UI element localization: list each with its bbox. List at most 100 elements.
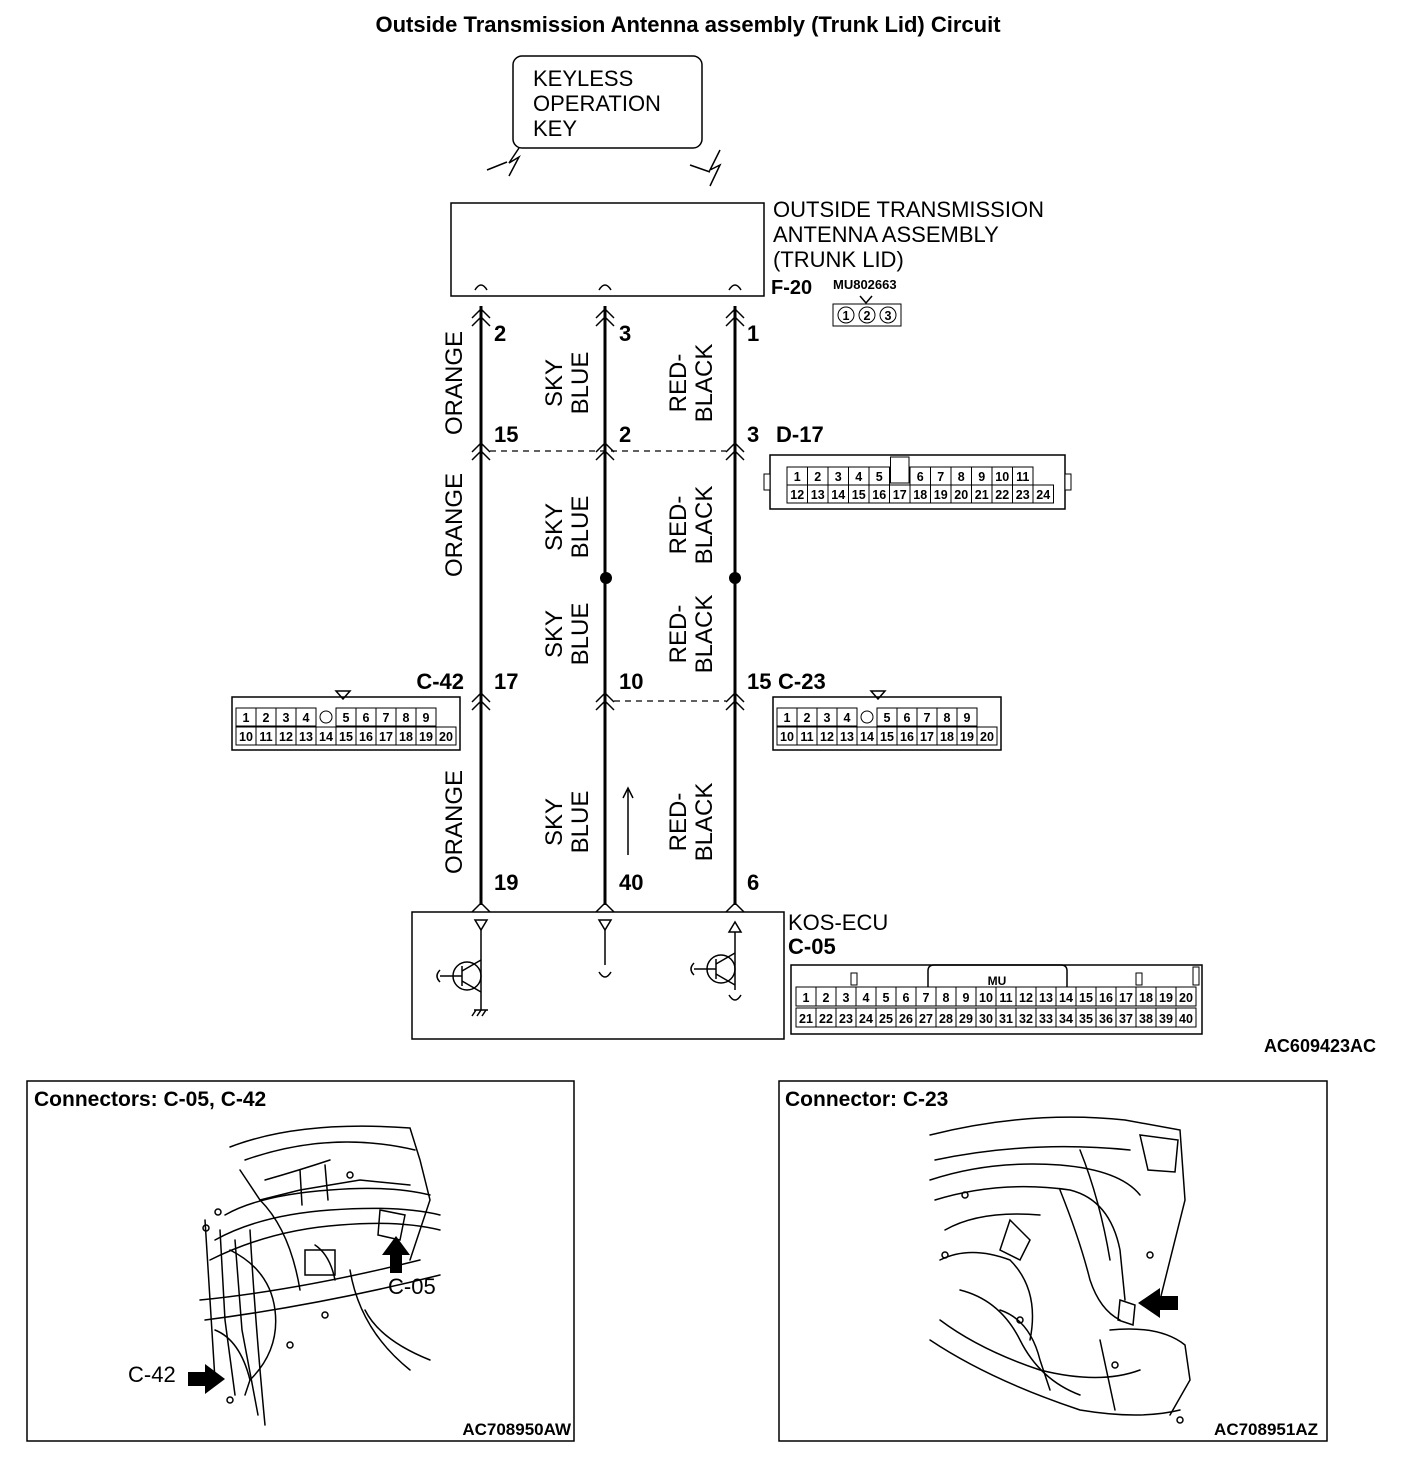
connector-pin-number: 24 <box>859 1012 873 1026</box>
connector-pin-number: 10 <box>995 470 1009 484</box>
connector-pin-number: 7 <box>383 711 390 725</box>
svg-text:KEYLESS OPERATION: KEYLESS OPERATION KEY <box>533 66 667 141</box>
connector-pin-number: 2 <box>814 470 821 484</box>
pin-c05-orange: 19 <box>494 870 518 895</box>
diagram-code: AC609423AC <box>1264 1036 1376 1056</box>
connector-pin-number: 22 <box>819 1012 833 1026</box>
connector-pin-number: 13 <box>299 730 313 744</box>
connector-pin-number: 21 <box>975 488 989 502</box>
connector-pin-number: 17 <box>920 730 934 744</box>
splice-point <box>729 572 741 584</box>
connector-pin-number: 15 <box>880 730 894 744</box>
connector-pin-number: 1 <box>243 711 250 725</box>
wire-color-skyblue-line-2: BLUE <box>567 791 594 854</box>
wire-color-orange: ORANGE <box>441 331 468 435</box>
connector-pin-number: 37 <box>1119 1012 1133 1026</box>
f20-pin-2: 2 <box>864 309 871 323</box>
console-harness-illustration <box>929 1116 1191 1424</box>
pin-c05-redblack: 6 <box>747 870 759 895</box>
antenna-label-line-2: ANTENNA ASSEMBLY <box>773 222 999 247</box>
panel-left-title: Connectors: C-05, C-42 <box>34 1088 266 1111</box>
wire-color-orange: ORANGE <box>441 473 468 577</box>
key-label-line-2: OPERATION <box>533 91 661 116</box>
panel-left-code: AC708950AW <box>462 1420 572 1439</box>
connector-pin-number: 17 <box>1119 991 1133 1005</box>
connector-pin-number: 20 <box>954 488 968 502</box>
connector-pin-number: 13 <box>840 730 854 744</box>
connector-tag: MU <box>988 974 1007 988</box>
key-label-line-1: KEYLESS <box>533 66 633 91</box>
connector-pin-number: 39 <box>1159 1012 1173 1026</box>
pin-d17-orange: 15 <box>494 422 518 447</box>
connector-pin-number: 21 <box>799 1012 813 1026</box>
connector-pin-number: 10 <box>239 730 253 744</box>
connector-pin-number: 19 <box>934 488 948 502</box>
ecu-label: KOS-ECU <box>788 910 888 935</box>
location-label-c05: C-05 <box>388 1274 436 1299</box>
wire-color-orange: ORANGE <box>441 770 468 874</box>
pin-f20-skyblue: 3 <box>619 321 631 346</box>
connector-chevrons <box>471 307 745 913</box>
connector-pin-number: 3 <box>283 711 290 725</box>
connector-pin-number: 7 <box>923 991 930 1005</box>
connector-pin-number: 16 <box>900 730 914 744</box>
connector-key-icon <box>890 456 910 484</box>
connector-pin-number: 16 <box>359 730 373 744</box>
connector-pin-number: 1 <box>784 711 791 725</box>
connector-pin-number: 14 <box>860 730 874 744</box>
transistor-icon <box>436 959 482 993</box>
connector-pin-number: 20 <box>439 730 453 744</box>
connector-pin-number: 20 <box>980 730 994 744</box>
connector-pin-number: 14 <box>1059 991 1073 1005</box>
connector-pin-number: 27 <box>919 1012 933 1026</box>
connector-pin-number: 31 <box>999 1012 1013 1026</box>
wire-color-redblack-line-1: RED- <box>665 605 692 664</box>
arrow-icon <box>188 1236 410 1394</box>
antenna-assembly: OUTSIDE TRANSMISSION ANTENNA ASSEMBLY (T… <box>450 197 1044 299</box>
panel-right-code: AC708951AZ <box>1214 1420 1318 1439</box>
connector-location-panel-left: Connectors: C-05, C-42 AC708950AW <box>26 1080 575 1442</box>
connector-pin-number: 19 <box>1159 991 1173 1005</box>
wire-color-redblack-line-1: RED- <box>665 496 692 555</box>
connector-pin-number: 18 <box>913 488 927 502</box>
connector-pin-number: 15 <box>339 730 353 744</box>
connector-key-icon <box>860 710 874 724</box>
connector-pin-number: 16 <box>872 488 886 502</box>
connector-pin-number: 14 <box>831 488 845 502</box>
connector-pin-number: 30 <box>979 1012 993 1026</box>
connector-pin-number: 6 <box>917 470 924 484</box>
connector-pin-number: 16 <box>1099 991 1113 1005</box>
connector-pin-number: 25 <box>879 1012 893 1026</box>
connector-pin-number: 1 <box>803 991 810 1005</box>
connector-pin-number: 12 <box>820 730 834 744</box>
pin-c23-skyblue: 10 <box>619 669 643 694</box>
connector-pin-number: 34 <box>1059 1012 1073 1026</box>
wire-color-redblack-line-1: RED- <box>665 354 692 413</box>
keyless-operation-key: KEYLESS OPERATION KEY <box>512 55 703 149</box>
pin-d17-redblack: 3 <box>747 422 759 447</box>
wire-color-skyblue-line-2: BLUE <box>567 352 594 415</box>
wire-color-redblack-line-2: BLACK <box>691 486 718 565</box>
connector-pin-number: 8 <box>943 991 950 1005</box>
connector-f20-face: 1 2 3 <box>832 295 902 327</box>
connector-pin-number: 8 <box>403 711 410 725</box>
connector-pin-number: 23 <box>839 1012 853 1026</box>
page-title: Outside Transmission Antenna assembly (T… <box>375 12 1001 37</box>
connector-pin-number: 5 <box>876 470 883 484</box>
connector-pin-number: 28 <box>939 1012 953 1026</box>
radio-wave-icon <box>486 147 722 187</box>
f20-pin-3: 3 <box>885 309 892 323</box>
connector-pin-number: 6 <box>904 711 911 725</box>
connector-pin-number: 3 <box>835 470 842 484</box>
pin-c05-skyblue: 40 <box>619 870 643 895</box>
connector-pin-number: 29 <box>959 1012 973 1026</box>
connector-pin-number: 2 <box>263 711 270 725</box>
wire-color-skyblue-line-1: SKY <box>541 359 568 407</box>
connector-pin-number: 11 <box>800 730 813 744</box>
connector-pin-number: 3 <box>824 711 831 725</box>
connector-pin-number: 1 <box>794 470 801 484</box>
dashboard-harness-illustration <box>199 1125 441 1426</box>
connector-pin-number: 11 <box>1016 470 1029 484</box>
connector-pin-number: 32 <box>1019 1012 1033 1026</box>
